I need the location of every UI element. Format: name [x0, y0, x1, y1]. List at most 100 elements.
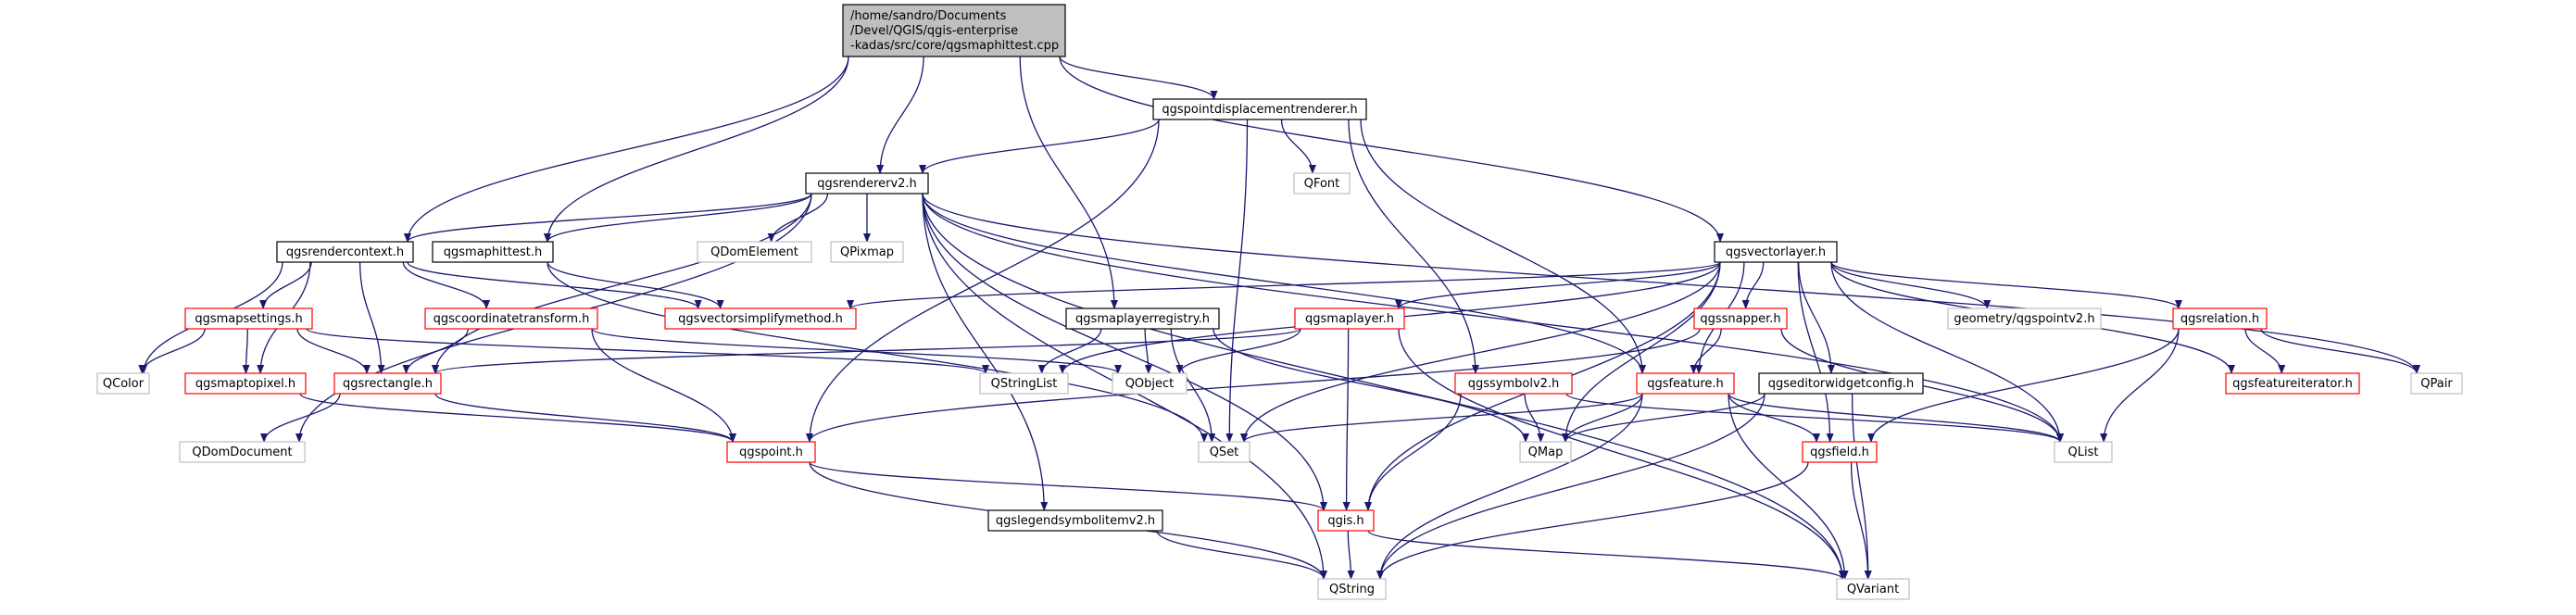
node-box — [424, 308, 598, 330]
dependency-edge-qgis-qvariant — [1367, 530, 1846, 580]
dependency-edge-root-rctx — [404, 56, 849, 243]
node-msettings[interactable]: qgsmapsettings.h — [184, 308, 313, 330]
edge-arrow — [1364, 393, 1462, 511]
node-qpair: QPair — [2410, 372, 2463, 395]
edge-arrow — [1240, 393, 1643, 443]
dependency-edge-mlreg-qset — [1170, 328, 1216, 443]
edge-arrow — [138, 328, 206, 374]
dependency-edge-feature-qlist — [1728, 393, 2064, 443]
edge-arrow — [1741, 261, 1765, 309]
edge-arrow — [1798, 261, 1835, 374]
node-fiter[interactable]: qgsfeatureiterator.h — [2225, 372, 2360, 395]
node-box — [1693, 308, 1788, 330]
node-box — [979, 372, 1069, 395]
node-label: QDomElement — [710, 245, 798, 259]
dependency-edge-pdr-point — [806, 119, 1160, 443]
node-box — [1294, 308, 1405, 330]
dependency-edge-pdr-qfont — [1280, 119, 1316, 174]
node-relation[interactable]: qgsrelation.h — [2172, 308, 2268, 330]
node-label: QDomDocument — [192, 446, 292, 459]
node-box — [1758, 372, 1924, 395]
edge-arrow — [306, 328, 989, 374]
dependency-edge-snapper-point — [806, 328, 1701, 443]
edge-arrow — [1851, 393, 1872, 580]
edge-arrow — [1348, 119, 1479, 374]
node-rctx[interactable]: qgsrendercontext.h — [276, 241, 414, 263]
node-label: qgsmaplayerregistry.h — [1075, 312, 1210, 326]
dependency-edge-rctx-rect — [358, 261, 385, 374]
edge-arrow — [296, 328, 371, 374]
node-m2p[interactable]: qgsmaptopixel.h — [184, 372, 307, 395]
node-label: QPixmap — [840, 245, 894, 259]
edge-arrow — [358, 261, 385, 374]
node-mlreg[interactable]: qgsmaplayerregistry.h — [1065, 308, 1220, 330]
edge-arrow — [876, 56, 924, 174]
node-root[interactable]: /home/sandro/Documents/Devel/QGIS/qgis-e… — [842, 4, 1066, 57]
node-vlayer[interactable]: qgsvectorlayer.h — [1714, 241, 1838, 263]
dependency-edge-feature-qset — [1240, 393, 1643, 443]
node-qgis[interactable]: qgis.h — [1317, 509, 1375, 532]
dependency-edge-msettings-qstrlist — [306, 328, 989, 374]
dependency-edge-mlreg-qmap — [1213, 328, 1529, 443]
dependency-edge-relation-qlist — [2100, 328, 2180, 443]
edge-arrow — [242, 328, 250, 374]
edge-arrow — [1562, 261, 1721, 443]
node-label: QColor — [103, 377, 145, 391]
node-qdomelem: QDomElement — [697, 241, 812, 263]
edge-arrow — [544, 56, 849, 243]
dependency-edge-mlreg-qstrlist — [1037, 328, 1102, 374]
dependency-edge-ctrans-rect — [402, 328, 469, 374]
node-box — [830, 241, 904, 263]
edge-arrow — [1170, 328, 1216, 443]
node-label: QSet — [1210, 446, 1239, 459]
node-snapper[interactable]: qgssnapper.h — [1693, 308, 1788, 330]
node-box — [184, 372, 307, 395]
edge-arrow — [1850, 461, 1872, 580]
node-mlayer[interactable]: qgsmaplayer.h — [1294, 308, 1405, 330]
node-point[interactable]: qgspoint.h — [726, 441, 816, 463]
dependency-edge-rect-qdomdoc — [260, 393, 341, 443]
edge-arrow — [404, 56, 849, 243]
node-box — [1519, 441, 1572, 463]
node-mht[interactable]: qgsmaphittest.h — [432, 241, 554, 263]
dependency-edge-point-qgis — [809, 461, 1327, 511]
dependency-edge-mlayer-rect — [432, 328, 1301, 374]
dependency-edge-rv2-feature — [922, 193, 1646, 374]
dependency-edge-symv2-qmap — [1524, 393, 1545, 443]
node-rect[interactable]: qgsrectangle.h — [333, 372, 442, 395]
node-box — [333, 372, 442, 395]
node-qlist: QList — [2054, 441, 2113, 463]
node-lsymv2[interactable]: qgslegendsymbolitemv2.h — [987, 509, 1163, 532]
node-symv2[interactable]: qgssymbolv2.h — [1454, 372, 1573, 395]
node-label: qgsrelation.h — [2180, 312, 2259, 326]
dependency-edge-msettings-m2p — [242, 328, 250, 374]
node-field[interactable]: qgsfield.h — [1802, 441, 1878, 463]
dependency-edge-feature-qstring — [1376, 393, 1643, 580]
node-box — [276, 241, 414, 263]
node-box — [1836, 578, 1910, 600]
dependency-edge-symv2-qgis — [1364, 393, 1462, 511]
node-label: qgsfeature.h — [1647, 377, 1724, 391]
node-vsimp[interactable]: qgsvectorsimplifymethod.h — [664, 308, 857, 330]
node-box — [805, 172, 929, 195]
node-ctrans[interactable]: qgscoordinatetransform.h — [424, 308, 598, 330]
dependency-edge-feature-field — [1728, 393, 1820, 443]
edge-arrow — [1395, 261, 1721, 309]
node-label: QObject — [1125, 377, 1175, 391]
node-box — [432, 241, 554, 263]
node-box — [1317, 578, 1387, 600]
edge-arrow — [1347, 530, 1355, 580]
node-rv2[interactable]: qgsrendererv2.h — [805, 172, 929, 195]
node-label: QList — [2068, 446, 2099, 459]
node-feature[interactable]: qgsfeature.h — [1636, 372, 1735, 395]
node-label: qgsrendererv2.h — [817, 177, 917, 191]
node-ewconf[interactable]: qgseditorwidgetconfig.h — [1758, 372, 1924, 395]
node-label: -kadas/src/core/qgsmaphittest.cpp — [850, 39, 1059, 53]
node-box — [1317, 509, 1375, 532]
dependency-edge-rv2-qgis — [922, 193, 1327, 511]
edge-arrow — [1867, 328, 2180, 443]
node-pdr[interactable]: qgspointdisplacementrenderer.h — [1152, 98, 1367, 120]
edge-arrow — [1059, 56, 1724, 243]
nodes-layer: /home/sandro/Documents/Devel/QGIS/qgis-e… — [96, 4, 2463, 600]
dependency-edge-rv2-lsymv2 — [922, 193, 1049, 511]
